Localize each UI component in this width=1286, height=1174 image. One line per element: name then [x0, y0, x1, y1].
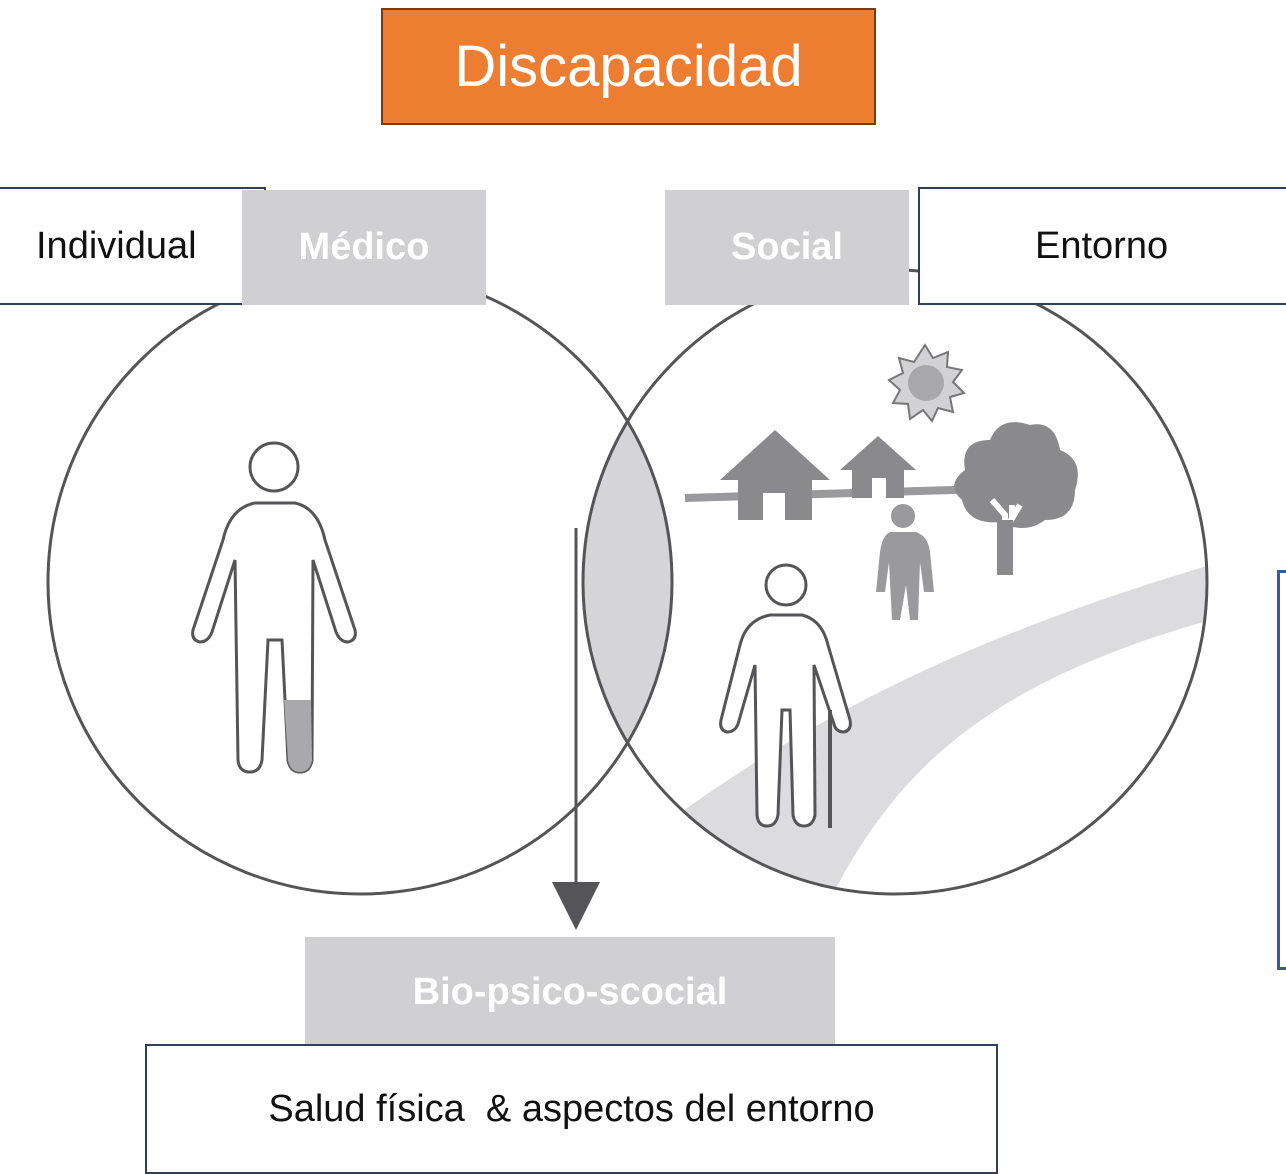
individual-label: Individual — [36, 224, 197, 267]
injured-leg-shading — [284, 700, 312, 772]
house-icon — [720, 430, 830, 520]
walking-person-icon — [876, 504, 934, 620]
entorno-label: Entorno — [1035, 224, 1169, 267]
medical-circle — [46, 268, 674, 896]
road-path — [630, 565, 1207, 894]
biopsychosocial-text: Bio-psico-scocial — [412, 970, 728, 1013]
individual-label-box: Individual — [0, 187, 266, 305]
social-model-label: Social — [665, 190, 909, 305]
sun-icon — [887, 343, 966, 423]
elderly-person-with-cane-icon — [719, 563, 852, 828]
outcome-box: Salud física & aspectos del entorno — [145, 1044, 998, 1174]
down-arrow-icon — [552, 528, 600, 930]
person-icon — [191, 441, 357, 774]
tree-icon — [954, 422, 1078, 575]
medical-model-label: Médico — [242, 190, 486, 305]
outcome-text: Salud física & aspectos del entorno — [268, 1088, 875, 1130]
social-model-text: Social — [731, 226, 843, 268]
small-house-icon — [840, 436, 916, 498]
page-title: Discapacidad — [381, 8, 876, 125]
entorno-label-box: Entorno — [918, 187, 1286, 305]
biopsychosocial-label: Bio-psico-scocial — [305, 937, 835, 1047]
side-panel-edge — [1277, 570, 1286, 970]
page-title-text: Discapacidad — [454, 34, 803, 99]
medical-model-text: Médico — [298, 226, 430, 268]
